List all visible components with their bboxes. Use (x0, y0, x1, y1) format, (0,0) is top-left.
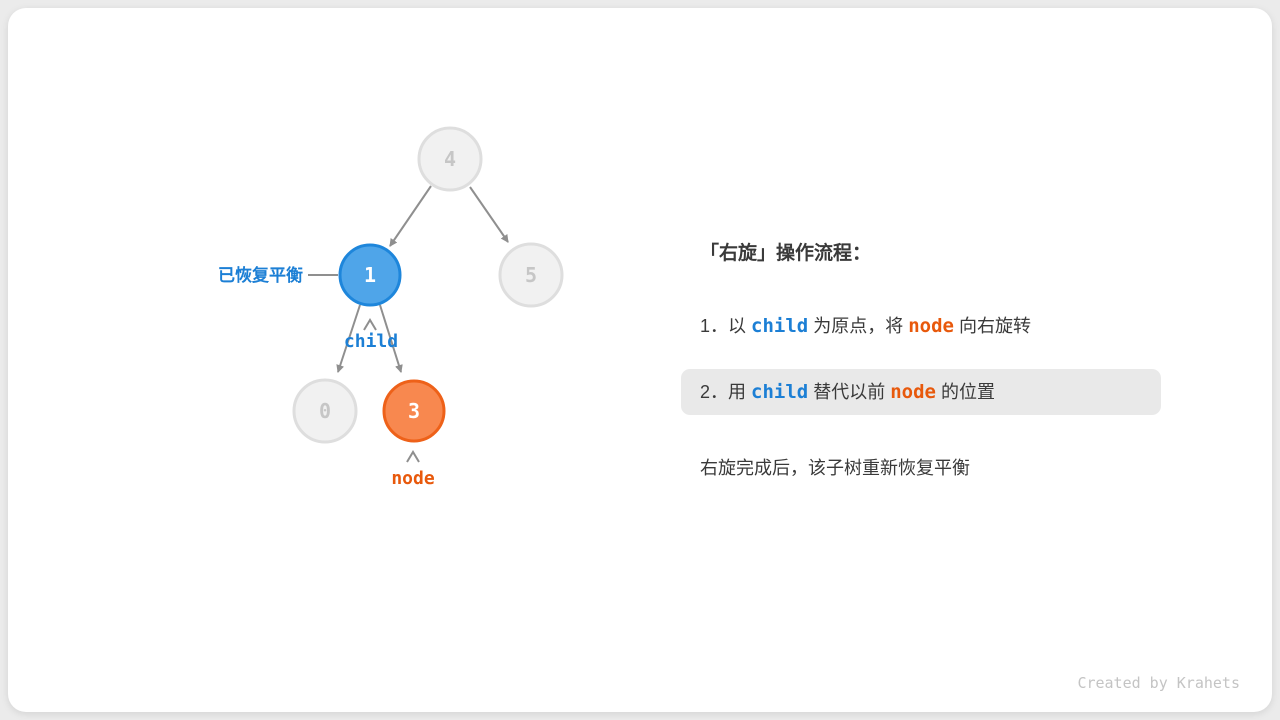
tree-node-4: 4 (417, 126, 483, 192)
step1-text-pre: 1．以 (700, 316, 752, 336)
up-arrow-icon (406, 450, 420, 463)
step-2-highlight: 2．用 child 替代以前 node 的位置 (681, 369, 1161, 415)
node-value: 3 (408, 399, 420, 423)
tree-edges (336, 185, 509, 373)
tree-node-3: 3 (382, 379, 446, 443)
node-value: 0 (319, 399, 331, 423)
step1-text-post: 向右旋转 (954, 316, 1032, 336)
footer-note: 右旋完成后，该子树重新恢复平衡 (700, 458, 970, 478)
tree-node-5: 5 (498, 242, 564, 308)
child-label: child (344, 331, 398, 352)
panel-heading: 「右旋」操作流程： (700, 243, 872, 264)
content-card: 4 1 5 0 3 已恢复平衡 child node 「右旋」操作流程： 1．以… (8, 8, 1272, 712)
edge-1-0 (336, 304, 361, 373)
balanced-label: 已恢复平衡 (218, 265, 303, 285)
node-value: 1 (364, 263, 376, 287)
tree-node-1: 1 (338, 243, 402, 307)
node-label: node (391, 468, 435, 489)
node-value: 5 (525, 263, 537, 287)
edge-1-3 (379, 304, 403, 373)
child-code: child (751, 381, 809, 403)
step1-text-mid: 为原点，将 (808, 316, 909, 336)
step2-text-pre: 2．用 (700, 382, 752, 402)
node-value: 4 (444, 147, 456, 171)
node-code: node (890, 381, 936, 403)
child-code: child (751, 315, 809, 337)
credit-text: Created by Krahets (1077, 674, 1240, 692)
edge-4-5 (469, 186, 509, 243)
step-1: 1．以 child 为原点，将 node 向右旋转 (700, 312, 1031, 340)
step2-text-post: 的位置 (936, 382, 996, 402)
edge-4-1 (389, 185, 432, 247)
step2-text-mid: 替代以前 (808, 382, 891, 402)
node-code: node (908, 315, 954, 337)
tree-node-0: 0 (292, 378, 358, 444)
up-arrow-icon (363, 318, 377, 331)
